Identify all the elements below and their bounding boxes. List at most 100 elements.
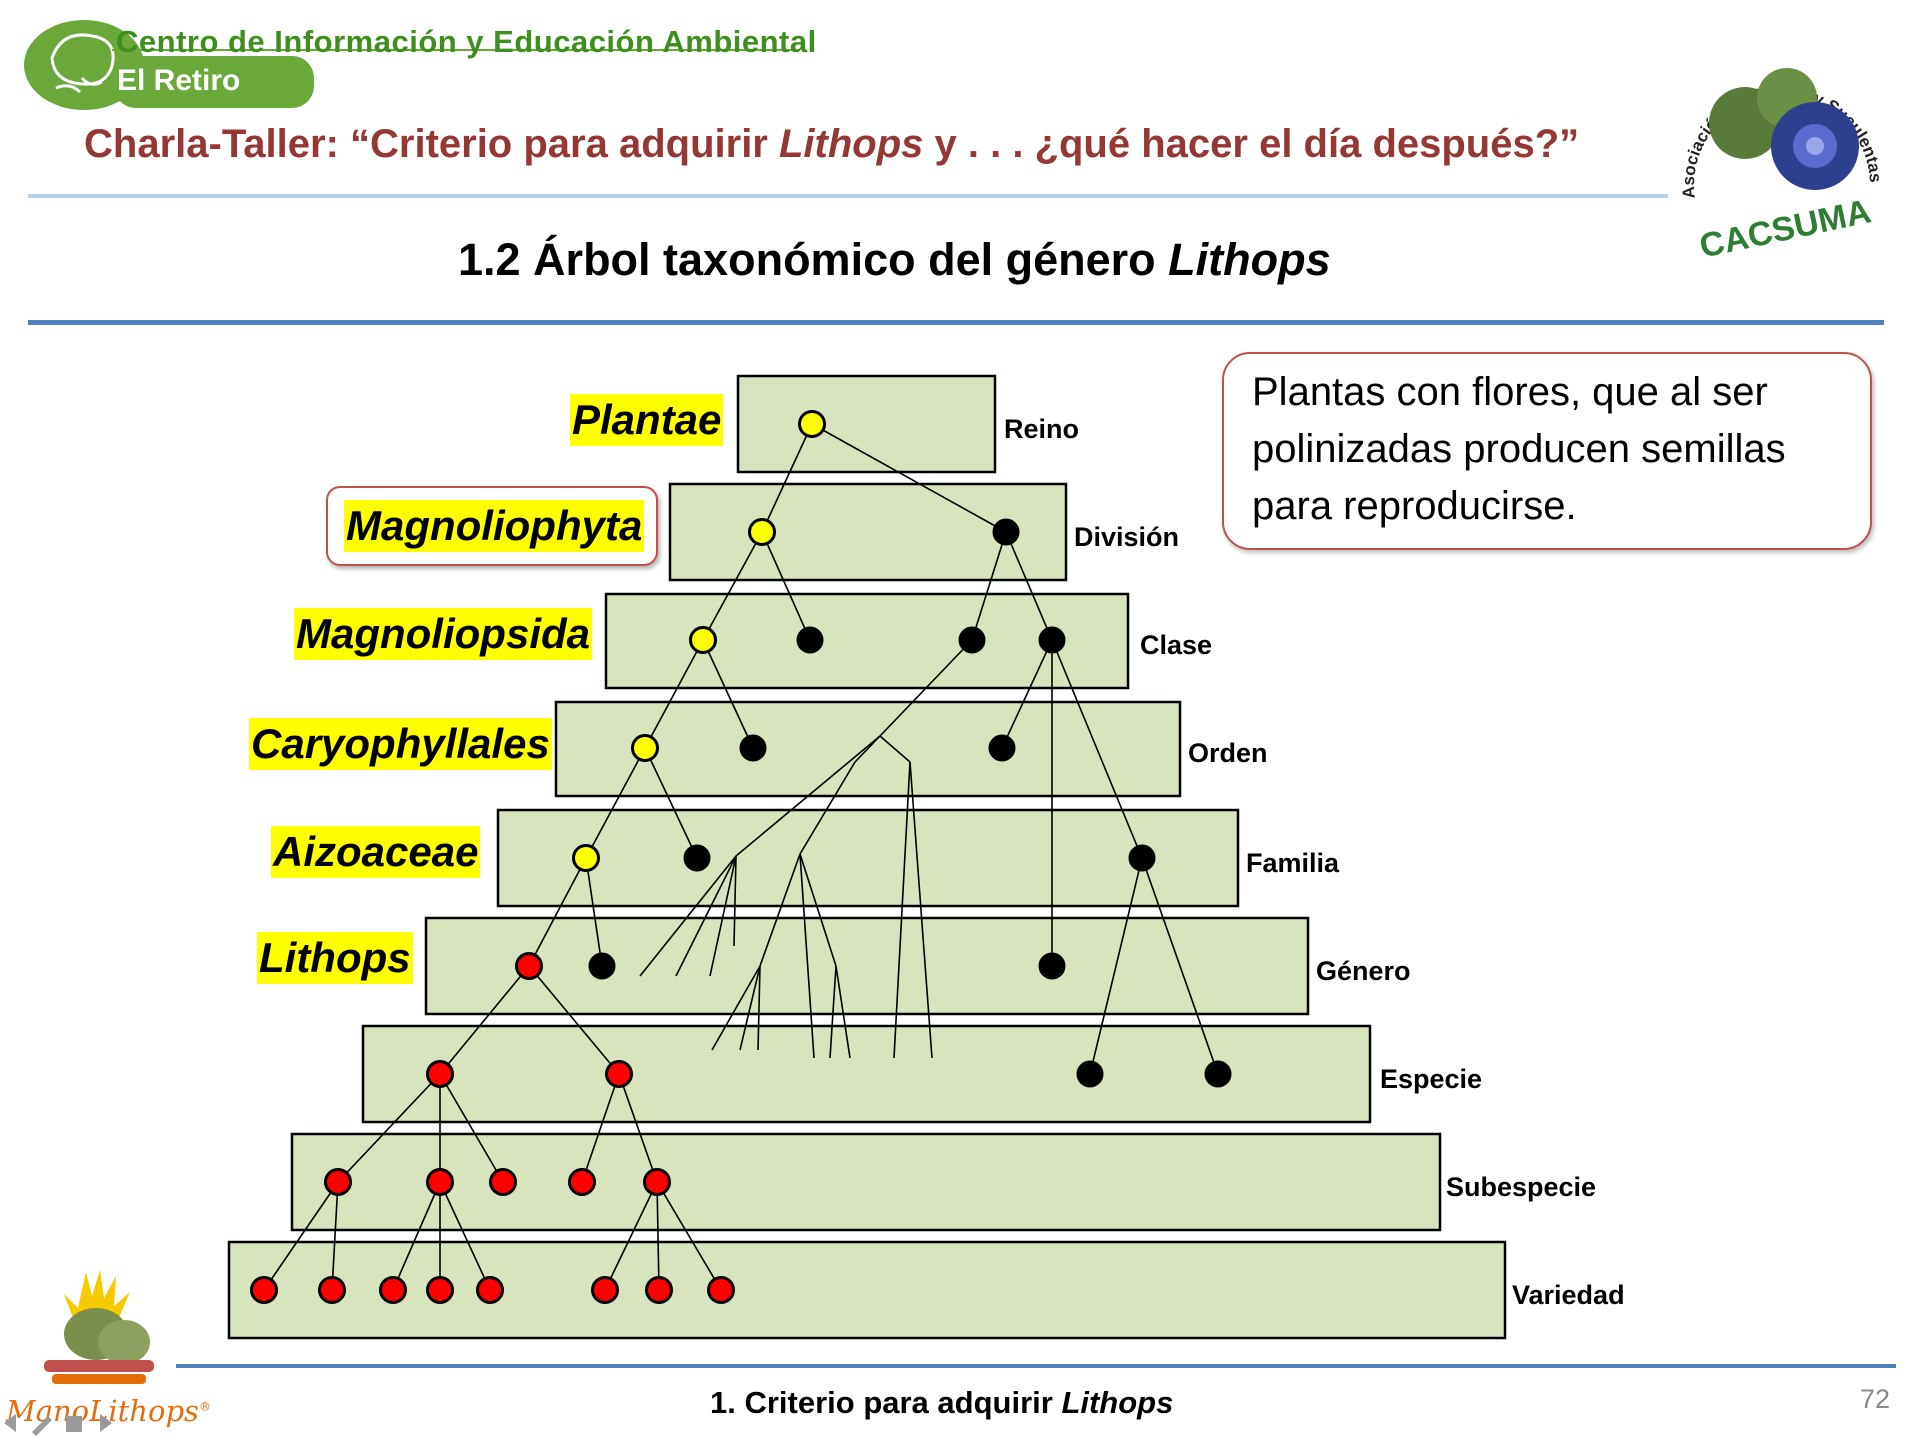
lithops-node (643, 1168, 671, 1196)
lithops-node (568, 1168, 596, 1196)
tree-edge (644, 747, 698, 859)
rank-clase: Clase (1140, 630, 1213, 660)
rank-band-especie (361, 1024, 1372, 1124)
footer-rule (176, 1364, 1896, 1368)
page-number: 72 (1860, 1384, 1891, 1414)
magnoliophyta-highlight-frame (326, 486, 658, 566)
lithops-node (707, 1276, 735, 1304)
lithops-node (426, 1060, 454, 1088)
tree-edge (702, 531, 763, 641)
other-node (588, 952, 616, 980)
other-node (739, 734, 767, 762)
lineage-node (689, 626, 717, 654)
unexpanded-branch (893, 761, 911, 1059)
taxon-magnoliopsida: Magnoliopsida (294, 608, 592, 660)
lithops-node (318, 1276, 346, 1304)
unexpanded-branch (759, 853, 801, 967)
unexpanded-branch (639, 855, 737, 977)
tree-edge (581, 1073, 620, 1183)
unexpanded-branch (733, 855, 737, 947)
other-node (988, 734, 1016, 762)
note-callout (1222, 352, 1872, 550)
prev-slide-icon[interactable] (4, 1414, 16, 1432)
rank-orden: Orden (1188, 738, 1268, 768)
rank-division: División (1074, 522, 1180, 552)
unexpanded-branch (799, 853, 815, 1059)
rank-band-subespecie (290, 1132, 1442, 1232)
rank-band-familia (496, 808, 1240, 908)
tree-edge (971, 531, 1007, 641)
menu-icon[interactable] (66, 1416, 82, 1432)
talk-title: Charla-Taller: “Criterio para adquirir L… (84, 122, 1580, 166)
other-node (992, 518, 1020, 546)
tree-edge (585, 747, 646, 859)
other-node (1038, 626, 1066, 654)
rank-subespecie: Subespecie (1446, 1172, 1597, 1202)
unexpanded-branch (879, 639, 973, 737)
tree-edge (811, 423, 1007, 533)
lithops-node (426, 1168, 454, 1196)
lineage-node (798, 410, 826, 438)
next-slide-icon[interactable] (100, 1414, 112, 1432)
tree-edge (702, 639, 754, 749)
rank-especie: Especie (1380, 1064, 1483, 1094)
lithops-node (379, 1276, 407, 1304)
other-node (1076, 1060, 1104, 1088)
lineage-node (631, 734, 659, 762)
unexpanded-branch (757, 965, 761, 1051)
note-text: Plantas con flores, que al ser polinizad… (1252, 370, 1786, 528)
section-rule (28, 320, 1884, 325)
taxon-lithops: Lithops (257, 932, 413, 984)
taxon-aizoaceae: Aizoaceae (271, 826, 481, 878)
tree-edge (439, 1073, 504, 1183)
rank-band-género (424, 916, 1310, 1016)
rank-band-variedad (227, 1240, 1507, 1340)
other-node (1038, 952, 1066, 980)
manolithops-logo (44, 1270, 154, 1384)
tree-edge (656, 1181, 660, 1291)
logo-line1: Centro de Información y Educación Ambien… (116, 24, 817, 59)
unexpanded-branch (799, 761, 856, 855)
lithops-node (250, 1276, 278, 1304)
tree-edge (585, 857, 603, 967)
tree-edge (604, 1181, 658, 1291)
rank-reino: Reino (1004, 414, 1080, 444)
el-retiro-logo (24, 20, 792, 110)
lithops-node (476, 1276, 504, 1304)
rank-band-reino (736, 374, 997, 474)
unexpanded-branch (829, 965, 837, 1059)
rank-familia: Familia (1246, 848, 1340, 878)
other-node (1128, 844, 1156, 872)
tree-edge (644, 639, 704, 749)
tree-edge (392, 1181, 441, 1291)
unexpanded-branch (735, 735, 881, 857)
lithops-node (591, 1276, 619, 1304)
tree-edge (331, 1181, 339, 1291)
other-node (683, 844, 711, 872)
lithops-node (489, 1168, 517, 1196)
unexpanded-branch (879, 735, 911, 763)
slide-nav-controls[interactable] (2, 1410, 122, 1436)
tree-edge (528, 965, 620, 1075)
tree-edge (1089, 857, 1143, 1075)
unexpanded-branch (675, 855, 737, 977)
tree-edge (1051, 639, 1143, 859)
unexpanded-branch (709, 855, 737, 977)
lithops-node (515, 952, 543, 980)
footer-text: 1. Criterio para adquirir Lithops (710, 1385, 1174, 1420)
tree-edge (618, 1073, 658, 1183)
lithops-node (426, 1276, 454, 1304)
lineage-node (748, 518, 776, 546)
pen-icon[interactable] (32, 1416, 52, 1436)
unexpanded-branch (909, 761, 933, 1059)
unexpanded-branch (739, 965, 761, 1051)
other-node (958, 626, 986, 654)
cacsuma-logo: Asociación de Cactus y Suculentas de Mad… (1665, 18, 1885, 258)
unexpanded-branch (835, 965, 851, 1059)
section-title: 1.2 Árbol taxonómico del género Lithops (458, 234, 1331, 285)
tree-edge (337, 1073, 441, 1183)
other-node (1204, 1060, 1232, 1088)
header-rule (28, 194, 1668, 198)
lithops-node (645, 1276, 673, 1304)
